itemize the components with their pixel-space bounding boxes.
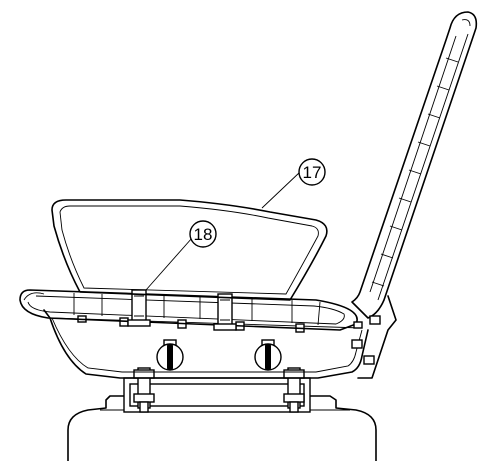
- callout-17: 17: [261, 158, 326, 209]
- adjustment-knobs: [156, 339, 282, 371]
- slat-brackets: [127, 289, 237, 331]
- mounting-bracket: [123, 367, 311, 413]
- seat-cushion: [19, 289, 358, 331]
- callout-17-label: 17: [303, 163, 322, 182]
- armrest-cushion: [51, 199, 328, 301]
- callout-18-label: 18: [194, 225, 213, 244]
- callout-18: 18: [145, 220, 217, 291]
- backrest: [351, 11, 478, 379]
